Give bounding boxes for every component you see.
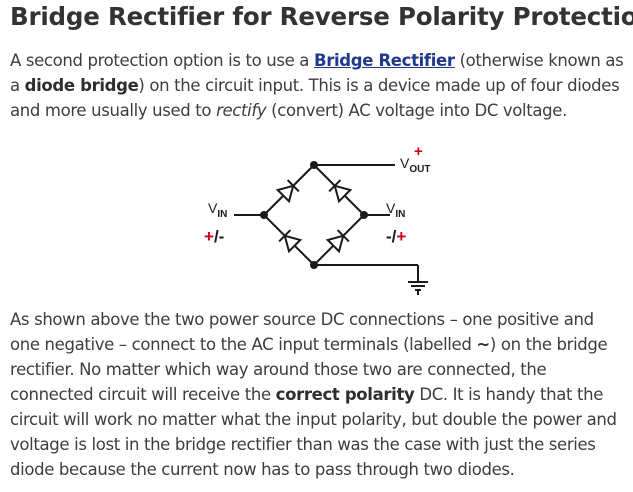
node-bottom (310, 261, 318, 269)
rectify-italic: rectify (216, 101, 267, 120)
diodes (275, 179, 353, 254)
node-top (310, 161, 318, 169)
vin-polarity: +/- (204, 227, 224, 246)
intro-text-2: (otherwise known as a (10, 51, 624, 95)
diode-bottom-left (278, 229, 303, 254)
circuit-svg: VIN +/- + VOUT VIN -/+ (204, 143, 430, 295)
junction-nodes (260, 161, 368, 269)
explain-text-1: As shown above the two power source DC c… (10, 310, 594, 354)
intro-text-4: (convert) AC voltage into DC voltage. (266, 101, 567, 120)
diode-bridge-bold: diode bridge (24, 76, 139, 95)
page-title: Bridge Rectifier for Reverse Polarity Pr… (10, 2, 633, 31)
right-polarity: -/+ (386, 227, 406, 246)
explain-text-3: DC. It is handy that the circuit will wo… (10, 385, 617, 479)
right-vin-label: VIN (386, 200, 405, 220)
diode-top-left (275, 179, 300, 204)
vin-label: VIN (208, 200, 227, 220)
node-right (360, 211, 368, 219)
bridge-rectifier-diagram: VIN +/- + VOUT VIN -/+ (190, 140, 450, 300)
intro-paragraph: A second protection option is to use a B… (10, 48, 625, 123)
bridge-wires (234, 164, 428, 295)
diode-bottom-right (325, 229, 350, 254)
intro-text-3: ) on the circuit input. This is a device… (10, 76, 620, 120)
diode-top-right (328, 179, 353, 204)
correct-polarity-bold: correct polarity (275, 385, 415, 404)
explanation-paragraph: As shown above the two power source DC c… (10, 307, 625, 482)
explain-text-2: ) on the bridge rectifier. No matter whi… (10, 335, 608, 404)
intro-text-1: A second protection option is to use a (10, 51, 314, 70)
vout-label: VOUT (400, 155, 430, 175)
bridge-rectifier-link[interactable]: Bridge Rectifier (313, 51, 455, 70)
vout-plus: + (414, 143, 423, 160)
node-left (260, 211, 268, 219)
tilde-bold: ~ (476, 335, 490, 354)
